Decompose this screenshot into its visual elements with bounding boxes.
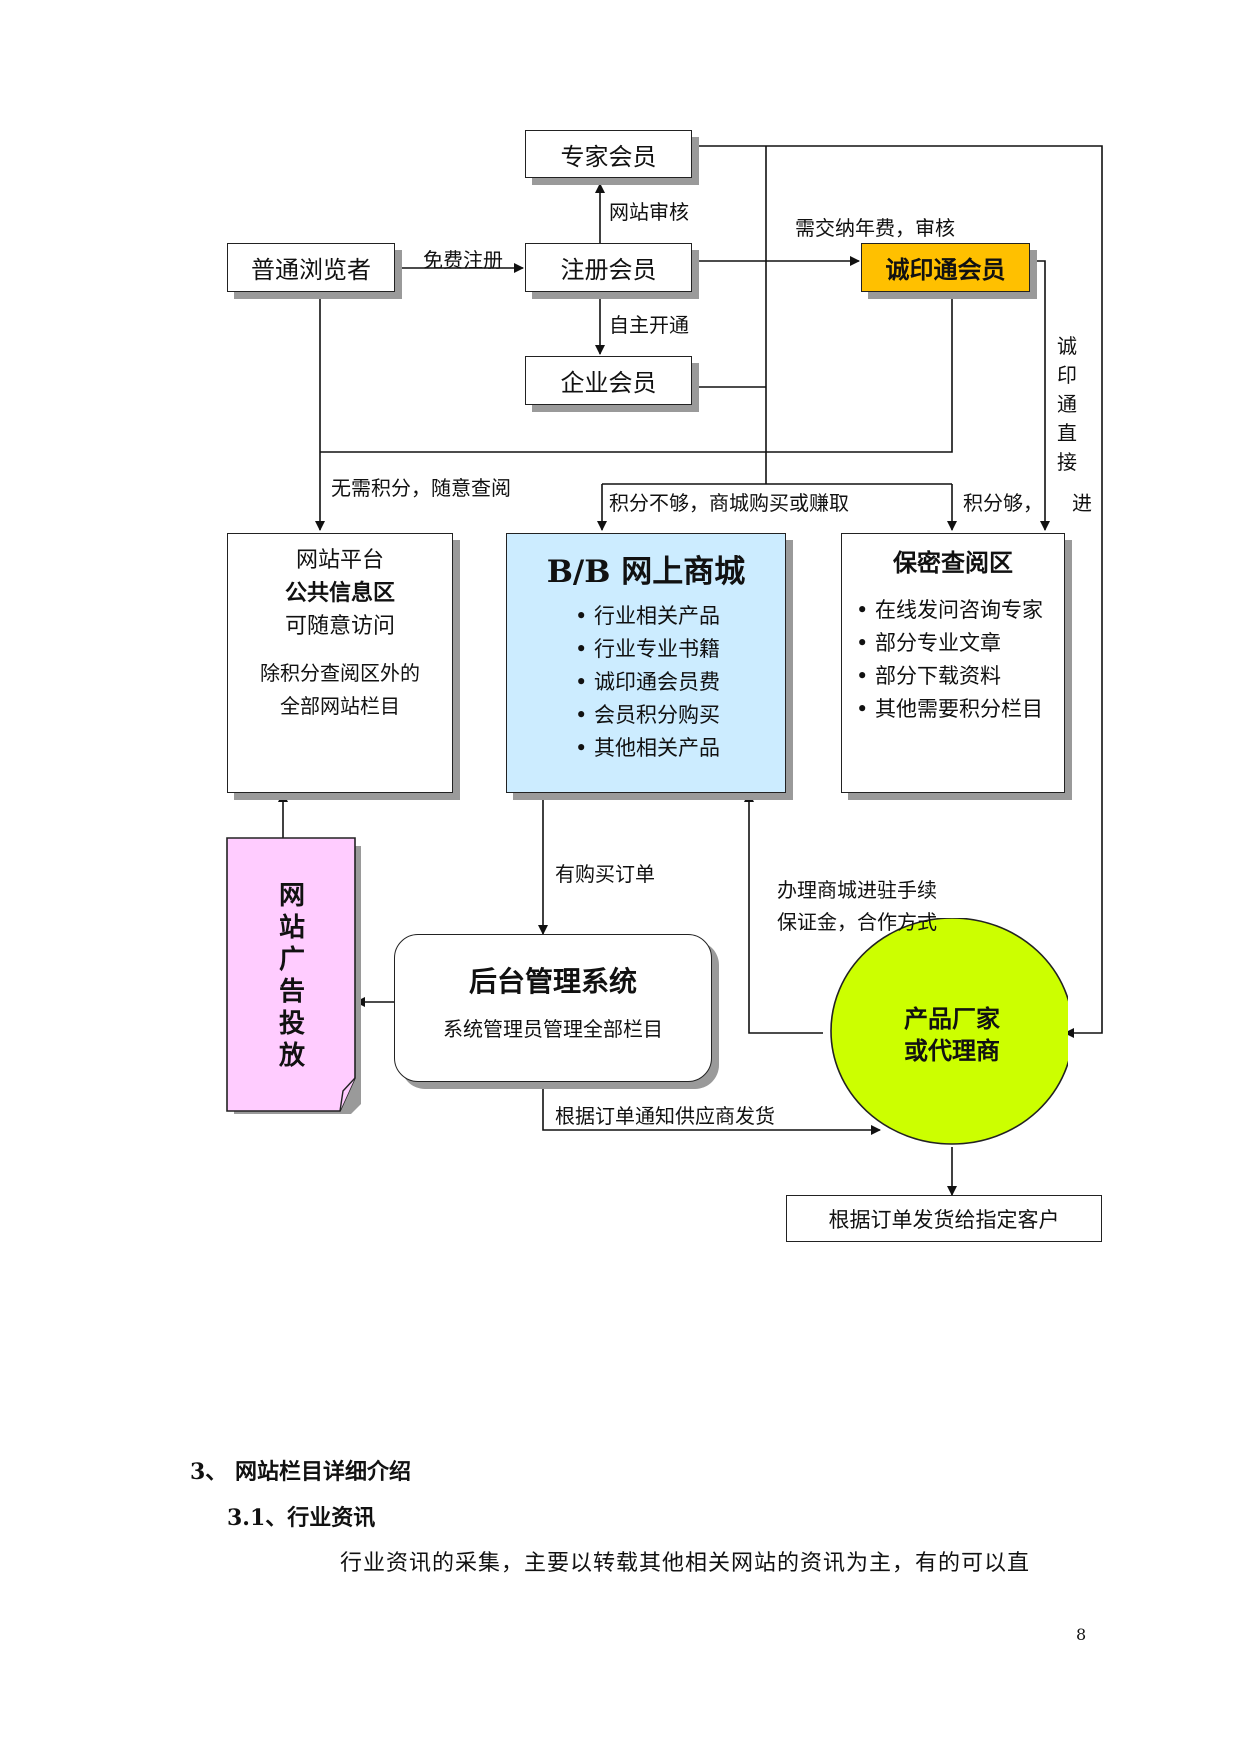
mall-list-item: • 会员积分购买 [575, 703, 721, 727]
registered-member-box: 注册会员 [525, 243, 692, 292]
mall-list-item: • 行业专业书籍 [575, 637, 721, 661]
direct-enter-char: 接 [1057, 450, 1077, 474]
registered-member-label: 注册会员 [560, 256, 657, 284]
secure-list-item: • 部分下载资料 [856, 664, 1002, 688]
enterprise-member-label: 企业会员 [560, 369, 657, 397]
edge-label-has-order: 有购买订单 [555, 862, 655, 886]
edge-label-direct-vertical: 诚印通直接 [1055, 332, 1079, 477]
section-heading: 3、 网站栏目详细介绍 [190, 1459, 411, 1485]
expert-member-box: 专家会员 [525, 130, 692, 178]
edge-label-enough-points: 积分够， [963, 491, 1043, 515]
manufacturer-line1: 产品厂家 [904, 1004, 1000, 1033]
chengyintong-member-label: 诚印通会员 [885, 255, 1006, 284]
section-paragraph: 行业资讯的采集，主要以转载其他相关网站的资讯为主，有的可以直 [340, 1551, 1031, 1576]
public-info-line5: 全部网站栏目 [280, 694, 400, 718]
secure-list-item: • 其他需要积分栏目 [856, 697, 1044, 721]
chengyintong-member-box: 诚印通会员 [861, 243, 1030, 292]
edge-label-self-open: 自主开通 [609, 313, 689, 337]
manufacturer-line2: 或代理商 [904, 1036, 1000, 1065]
public-info-line4: 除积分查阅区外的 [260, 661, 420, 685]
ordinary-browser-box: 普通浏览者 [227, 243, 395, 292]
edge-label-insufficient-points: 积分不够，商城购买或赚取 [609, 491, 849, 515]
edge-label-no-points: 无需积分，随意查阅 [331, 476, 511, 500]
edge-label-mall-settle-1: 办理商城进驻手续 [777, 878, 937, 902]
mall-list-item: • 诚印通会员费 [575, 670, 721, 694]
direct-enter-char: 诚 [1057, 334, 1077, 358]
edge-label-site-review: 网站审核 [609, 200, 689, 224]
mall-items: • 行业相关产品 • 行业专业书籍 • 诚印通会员费 • 会员积分购买 • 其他相关产品 [507, 600, 785, 765]
edge-label-free-register: 免费注册 [423, 248, 503, 272]
ad-label: 网站广告投放 [275, 880, 309, 1072]
mall-title: B/B 网上商城 [546, 554, 746, 590]
secure-list-item: • 部分专业文章 [856, 631, 1002, 655]
secure-area-title: 保密查阅区 [893, 548, 1013, 577]
ship-customer-label: 根据订单发货给指定客户 [828, 1207, 1060, 1232]
manufacturer-circle [830, 918, 1068, 1145]
mall-list-item: • 其他相关产品 [575, 736, 721, 760]
direct-enter-char: 通 [1057, 392, 1077, 416]
ad-label-char: 放 [278, 1041, 305, 1071]
expert-member-label: 专家会员 [560, 142, 657, 171]
ship-customer-box: 根据订单发货给指定客户 [786, 1195, 1102, 1242]
ad-shape [226, 837, 361, 1114]
mall-panel: B/B 网上商城 • 行业相关产品 • 行业专业书籍 • 诚印通会员费 • 会员积分购… [506, 533, 786, 793]
ad-label-char: 广 [278, 945, 305, 975]
backend-box: 后台管理系统 系统管理员管理全部栏目 [394, 934, 712, 1082]
section-subheading: 3.1、行业资讯 [227, 1505, 376, 1531]
ad-label-char: 告 [278, 977, 305, 1007]
ad-label-char: 站 [278, 913, 305, 943]
enterprise-member-box: 企业会员 [525, 356, 692, 405]
public-info-line3: 可随意访问 [284, 614, 395, 639]
direct-enter-char: 印 [1057, 363, 1077, 387]
mall-list-item: • 行业相关产品 [575, 604, 721, 628]
page-number: 8 [1076, 1625, 1087, 1644]
ad-label-char: 网 [278, 881, 305, 911]
public-info-panel: 网站平台 公共信息区 可随意访问 除积分查阅区外的 全部网站栏目 [227, 533, 453, 793]
manufacturer-label: 产品厂家 或代理商 [852, 1003, 1052, 1067]
edge-label-mall-settle-2: 保证金，合作方式 [777, 910, 937, 934]
public-info-title: 公共信息区 [284, 580, 395, 606]
direct-enter-char: 直 [1057, 421, 1077, 445]
edge-label-enter: 进 [1072, 491, 1092, 515]
secure-list-item: • 在线发问咨询专家 [856, 598, 1044, 622]
secure-area-panel: 保密查阅区 • 在线发问咨询专家 • 部分专业文章 • 部分下载资料 • 其他需要积分… [841, 533, 1065, 793]
backend-title: 后台管理系统 [468, 965, 637, 998]
edge-label-notify-supplier: 根据订单通知供应商发货 [555, 1104, 775, 1128]
secure-items: • 在线发问咨询专家 • 部分专业文章 • 部分下载资料 • 其他需要积分栏目 [842, 594, 1064, 726]
public-info-line1: 网站平台 [295, 548, 384, 573]
ad-label-char: 投 [278, 1009, 305, 1039]
edge-label-annual-fee: 需交纳年费，审核 [795, 216, 955, 240]
ordinary-browser-label: 普通浏览者 [251, 256, 371, 284]
backend-subtitle: 系统管理员管理全部栏目 [443, 1017, 663, 1041]
